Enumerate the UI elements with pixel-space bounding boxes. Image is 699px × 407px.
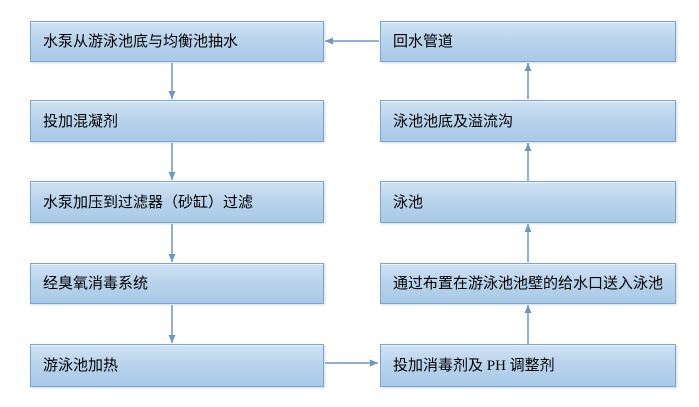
node-label: 投加消毒剂及 PH 调整剂: [393, 358, 555, 374]
node-add-coagulant: 投加混凝剂: [30, 100, 324, 142]
node-pool-bottom-overflow: 泳池池底及溢流沟: [380, 100, 676, 142]
node-wall-inlet-to-pool: 通过布置在游泳池池壁的给水口送入泳池: [380, 263, 676, 304]
node-ozone-disinfection: 经臭氧消毒系统: [30, 263, 324, 304]
node-return-pipe: 回水管道: [380, 21, 676, 62]
node-label: 投加混凝剂: [43, 113, 119, 130]
node-pool: 泳池: [380, 181, 676, 223]
node-add-disinfectant-ph: 投加消毒剂及 PH 调整剂: [380, 344, 676, 387]
node-pool-heating: 游泳池加热: [30, 344, 324, 387]
node-label: 游泳池加热: [43, 358, 119, 374]
node-label: 经臭氧消毒系统: [43, 276, 149, 292]
node-label: 回水管道: [393, 34, 454, 50]
node-label: 泳池: [393, 194, 424, 211]
node-label: 通过布置在游泳池池壁的给水口送入泳池: [393, 276, 664, 292]
node-label: 泳池池底及溢流沟: [393, 113, 514, 130]
node-pump-intake: 水泵从游泳池底与均衡池抽水: [30, 21, 324, 62]
node-pressure-filter: 水泵加压到过滤器（砂缸）过滤: [30, 181, 324, 223]
node-label: 水泵加压到过滤器（砂缸）过滤: [43, 194, 254, 211]
node-label: 水泵从游泳池底与均衡池抽水: [43, 34, 239, 50]
